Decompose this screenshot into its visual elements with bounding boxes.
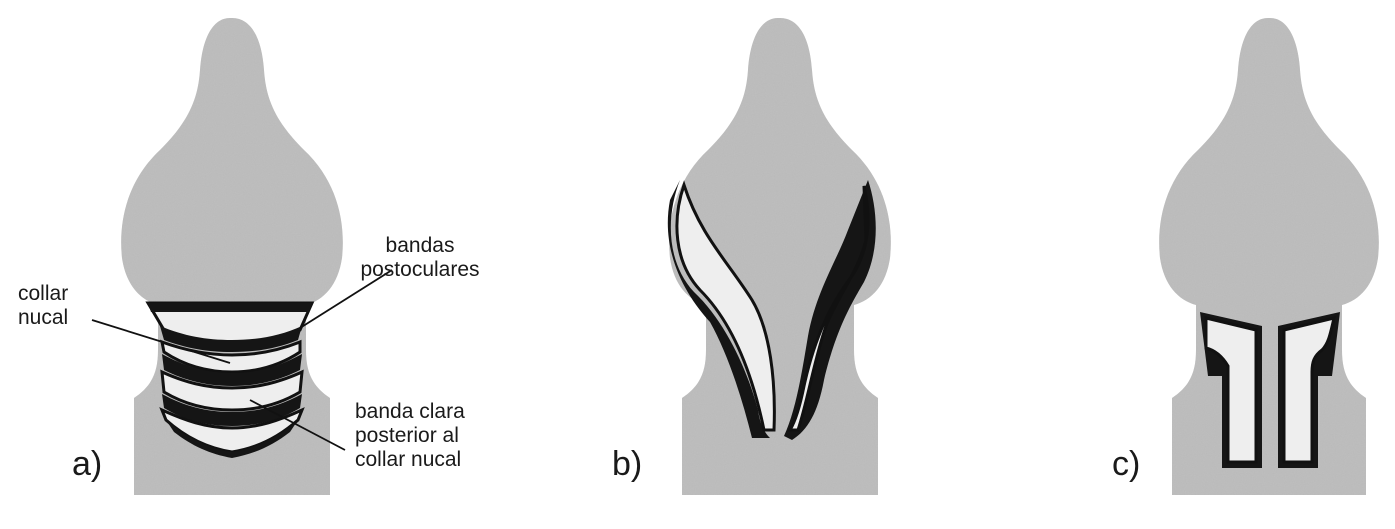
label-bandas-line1: bandas bbox=[386, 234, 455, 257]
label-collar-line1: collar bbox=[18, 282, 68, 305]
panel-a: bandas postoculares collar nucal banda c… bbox=[18, 18, 480, 495]
panel-b: b) bbox=[612, 18, 891, 495]
label-collar-line2: nucal bbox=[18, 306, 68, 329]
label-banda-clara-line3: collar nucal bbox=[355, 448, 461, 471]
panel-letter-b: b) bbox=[612, 445, 642, 483]
label-banda-clara-line1: banda clara bbox=[355, 400, 465, 423]
label-banda-clara-line2: posterior al bbox=[355, 424, 459, 447]
panel-letter-c: c) bbox=[1112, 445, 1140, 483]
label-bandas-line2: postoculares bbox=[360, 258, 479, 281]
panel-c: c) bbox=[1112, 18, 1379, 495]
panel-letter-a: a) bbox=[72, 445, 102, 483]
head-neck-silhouette-c bbox=[1159, 18, 1379, 495]
postocular-band-dark-edge-a bbox=[148, 303, 312, 312]
